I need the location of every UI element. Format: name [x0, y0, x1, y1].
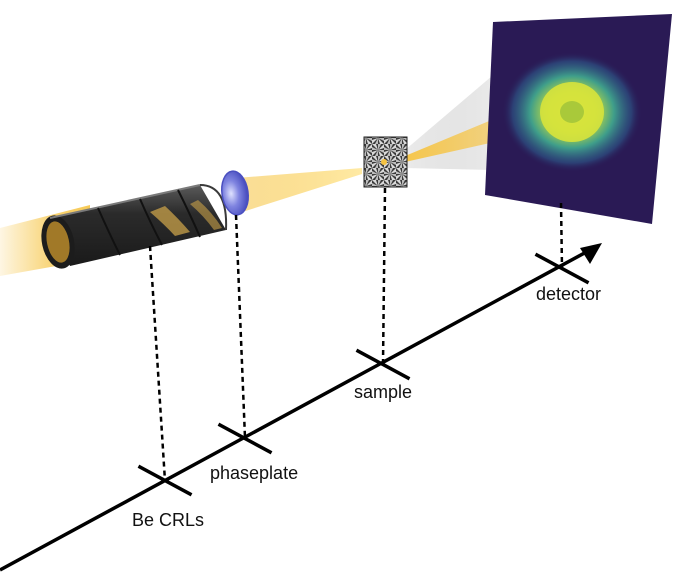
focused-beam	[236, 168, 362, 214]
projection-lines	[148, 187, 564, 482]
detector-screen	[485, 14, 672, 224]
phaseplate-disk	[221, 170, 249, 216]
label-phaseplate: phaseplate	[210, 463, 299, 483]
optical-axis	[0, 248, 591, 572]
sample-grid	[363, 136, 408, 188]
crl-lens-stack	[41, 184, 228, 269]
label-sample: sample	[354, 382, 413, 402]
label-detector: detector	[536, 284, 602, 304]
label-be-crls: Be CRLs	[132, 510, 205, 530]
axis-arrowhead-icon	[580, 243, 602, 264]
